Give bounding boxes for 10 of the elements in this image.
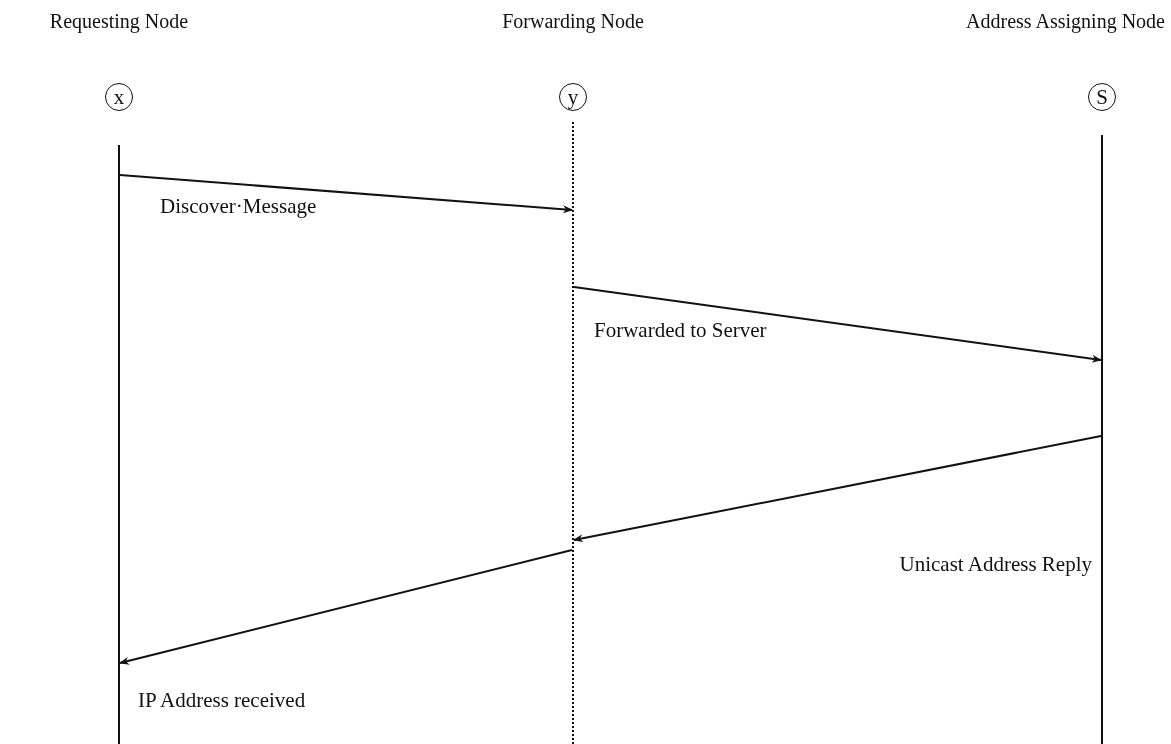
lifeline xyxy=(118,145,120,744)
participant-heading: Address Assigning Node xyxy=(966,10,1165,33)
participant-heading: Forwarding Node xyxy=(502,10,644,33)
participant-heading: Requesting Node xyxy=(49,10,189,33)
message-arrow xyxy=(573,435,1102,543)
lifeline xyxy=(1101,135,1103,744)
message-arrow xyxy=(119,549,573,665)
lifeline xyxy=(572,122,574,744)
message-arrow xyxy=(119,174,573,214)
message-arrow xyxy=(573,286,1102,363)
